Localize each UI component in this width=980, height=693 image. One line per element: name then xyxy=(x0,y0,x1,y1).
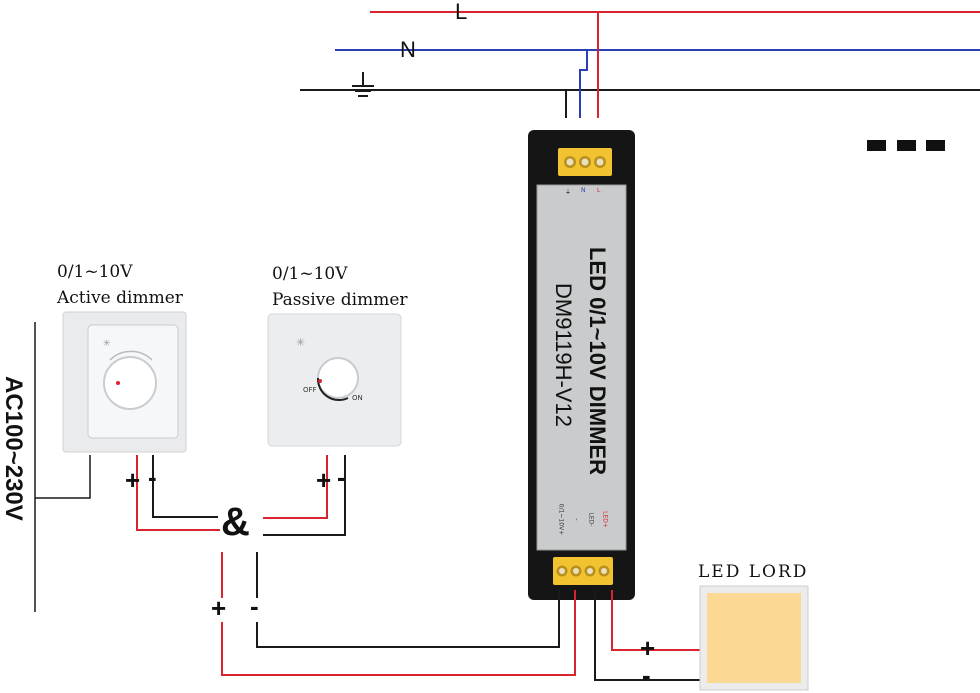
active-plus-wire xyxy=(136,455,220,531)
terminal-ground-label: ⏚ xyxy=(565,189,572,196)
led-plus-label: + xyxy=(640,633,656,663)
passive-off-label: OFF xyxy=(303,386,317,394)
terminal-neutral-label: N xyxy=(581,187,586,194)
passive-dimmer-type: 0/1~10V xyxy=(272,264,348,284)
control-minus-label: - xyxy=(250,591,259,621)
active-minus-label: - xyxy=(148,462,157,492)
led-minus-wire xyxy=(594,590,700,681)
neutral-label: N xyxy=(400,37,416,62)
neutral-drop-wire xyxy=(579,50,588,118)
active-dimmer-title: Active dimmer xyxy=(57,288,183,308)
dimmer-device xyxy=(528,130,635,600)
led-panel xyxy=(699,585,809,691)
terminal-led-plus-label: LED+ xyxy=(601,511,609,528)
active-plus-label: + xyxy=(125,465,141,495)
control-plus-wire xyxy=(221,590,576,676)
led-load-label: LED LORD xyxy=(698,562,809,582)
device-title: LED 0/1~10V DIMMER xyxy=(585,246,610,475)
passive-dimmer-switch: ✳ xyxy=(267,313,402,447)
terminal-control-plus-label: 0/1~10V+ xyxy=(557,503,565,536)
ground-icon xyxy=(352,72,374,97)
terminal-live-label: L xyxy=(597,187,601,194)
led-plus-wire xyxy=(611,590,700,651)
active-dimmer-switch: ✳ xyxy=(62,311,187,453)
terminal-control-minus-label: - xyxy=(572,518,580,521)
output-terminal-block xyxy=(553,557,613,585)
passive-minus-wire xyxy=(263,455,346,536)
control-plus-label: + xyxy=(211,593,227,623)
active-minus-wire xyxy=(152,455,218,518)
continuation-marks xyxy=(867,140,945,151)
passive-plus-label: + xyxy=(316,465,332,495)
svg-text:✳: ✳ xyxy=(103,339,111,349)
control-minus-wire xyxy=(256,590,560,648)
passive-minus-label: - xyxy=(337,462,346,492)
led-minus-label: - xyxy=(642,660,651,690)
live-label: L xyxy=(455,0,468,24)
passive-dimmer-title: Passive dimmer xyxy=(272,290,408,310)
supply-label: AC100~230V xyxy=(0,376,27,521)
passive-plus-wire xyxy=(263,455,328,519)
svg-text:✳: ✳ xyxy=(296,336,305,349)
terminal-led-minus-label: LED- xyxy=(587,512,595,527)
device-model: DM9119H-V12 xyxy=(551,283,576,427)
active-dimmer-type: 0/1~10V xyxy=(57,262,133,282)
passive-on-label: ON xyxy=(352,394,363,402)
ac-to-dimmer-line xyxy=(35,455,91,499)
combine-symbol: & xyxy=(221,500,250,544)
